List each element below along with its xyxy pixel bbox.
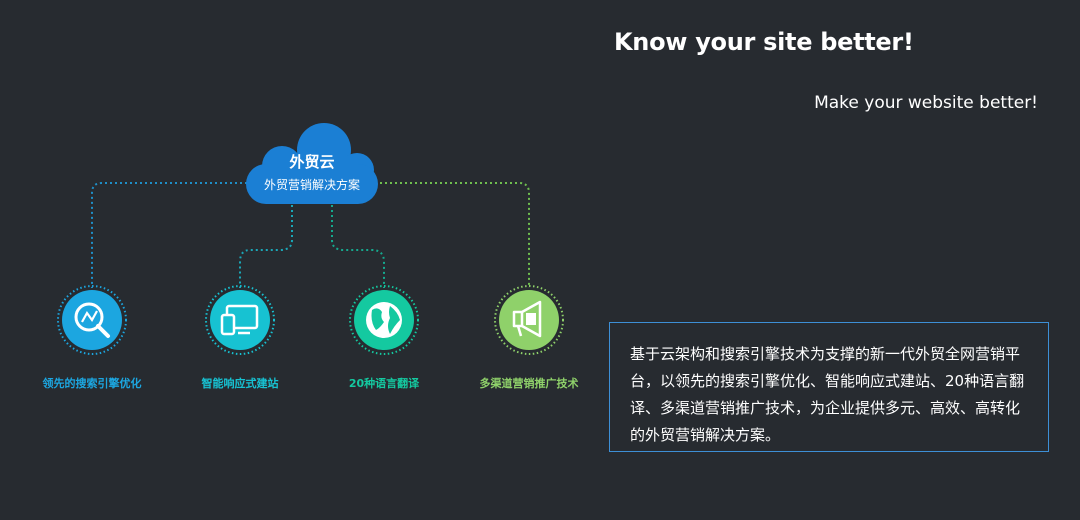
connector-responsive	[239, 205, 293, 288]
page-title: Know your site better!	[614, 28, 914, 56]
feature-icon-marketing	[494, 285, 564, 355]
description-box: 基于云架构和搜索引擎技术为支撑的新一代外贸全网营销平台，以领先的搜索引擎优化、智…	[609, 322, 1049, 452]
connector-translation	[331, 205, 385, 288]
feature-icon-seo	[57, 285, 127, 355]
cloud-subtitle: 外贸营销解决方案	[263, 178, 360, 192]
cloud-title: 外贸云	[289, 153, 335, 171]
solution-diagram	[57, 123, 564, 355]
feature-icon-responsive	[205, 285, 275, 355]
feature-label-translation: 20种语言翻译	[348, 377, 420, 390]
feature-icon-translation	[349, 285, 419, 355]
connector-seo	[91, 182, 262, 288]
page-subtitle: Make your website better!	[814, 93, 1038, 113]
cloud-icon	[246, 123, 378, 204]
feature-label-seo: 领先的搜索引擎优化	[42, 377, 142, 390]
feature-label-marketing: 多渠道营销推广技术	[479, 377, 579, 390]
connector-lines	[91, 182, 530, 288]
feature-label-responsive: 智能响应式建站	[201, 377, 279, 390]
description-text: 基于云架构和搜索引擎技术为支撑的新一代外贸全网营销平台，以领先的搜索引擎优化、智…	[630, 345, 1025, 444]
connector-marketing	[370, 182, 530, 288]
